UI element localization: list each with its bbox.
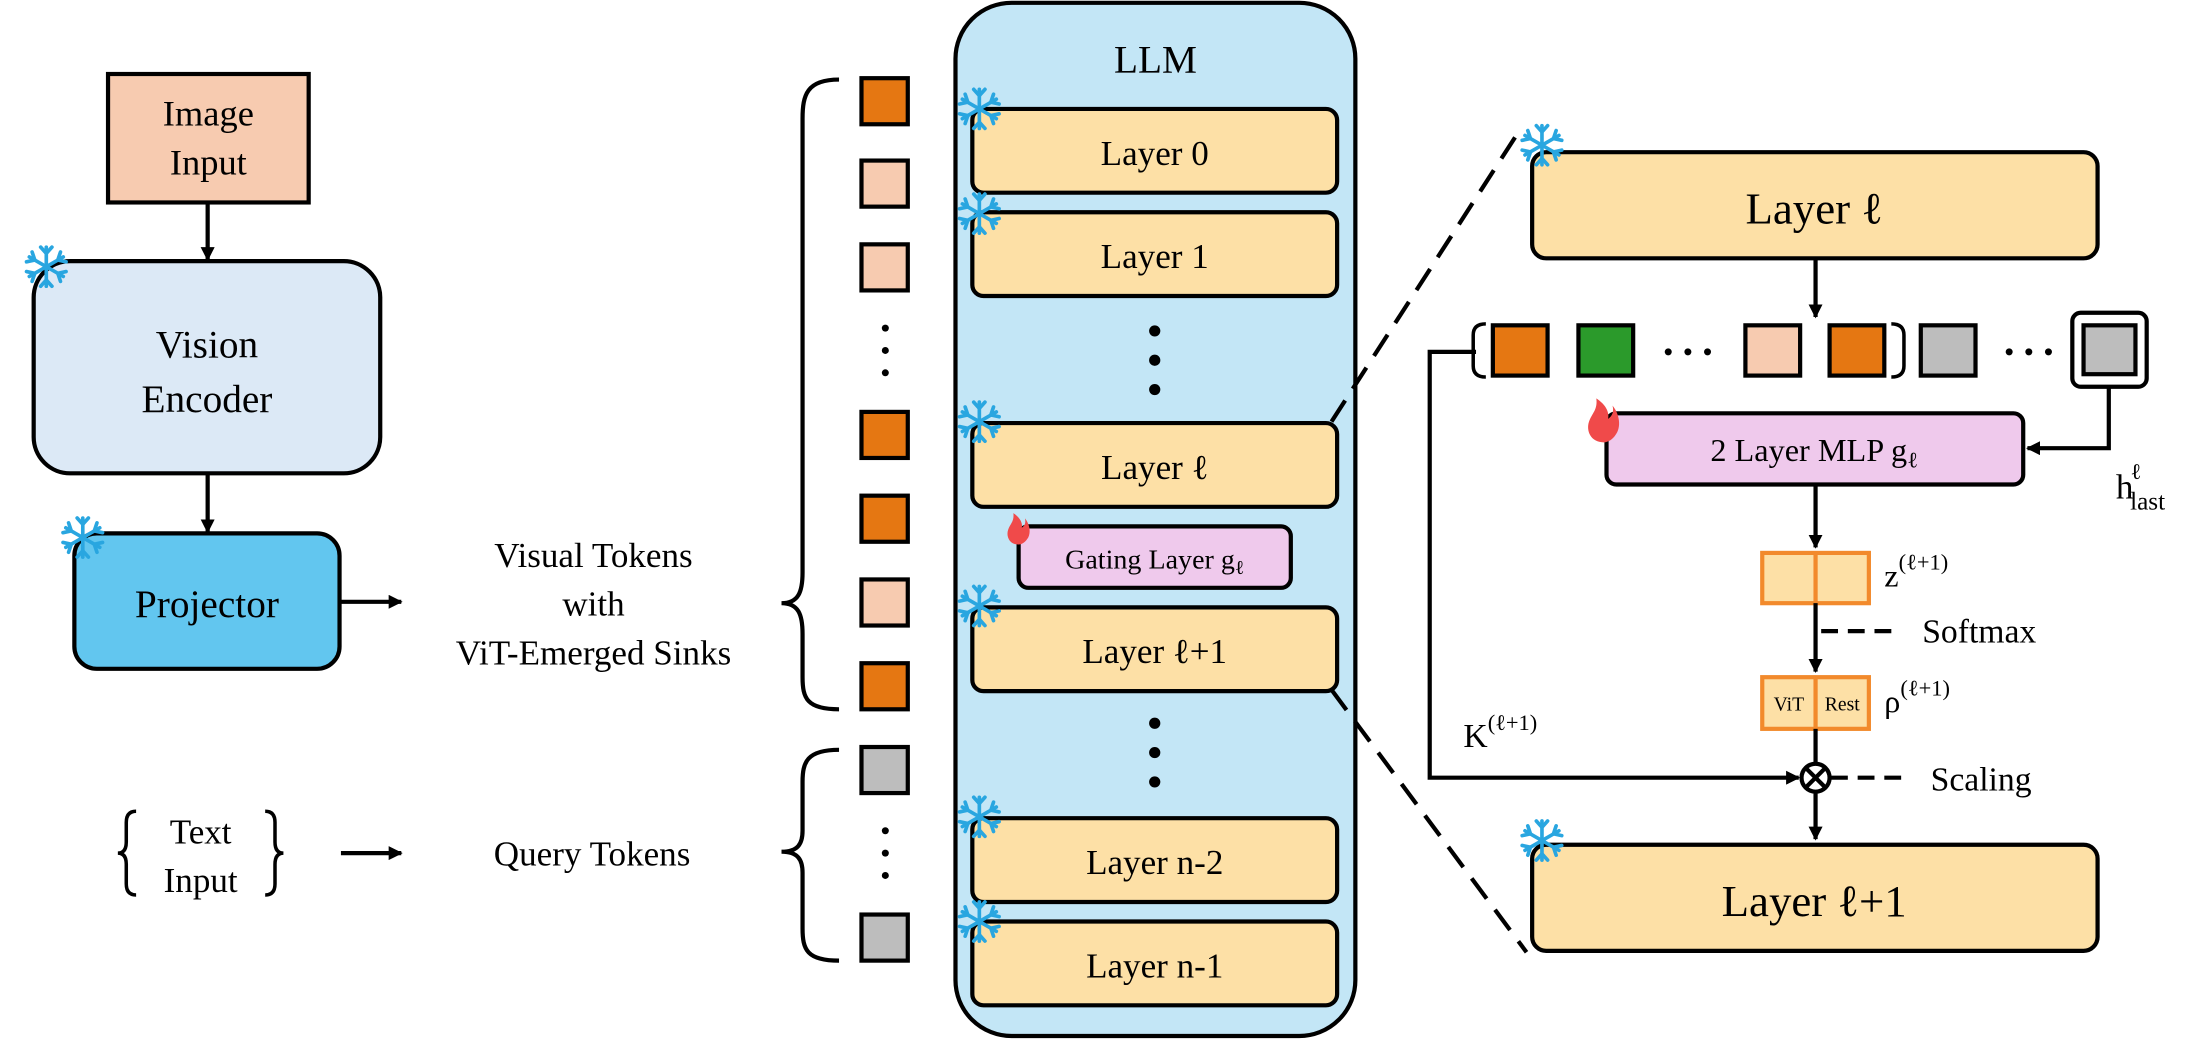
rho-vector: ViT Rest	[1760, 675, 1871, 731]
llm-layer-label: Layer 0	[1101, 134, 1209, 173]
llm-title: LLM	[1114, 39, 1197, 82]
visual-token	[859, 242, 910, 293]
snowflake-icon	[1520, 123, 1564, 167]
visual-sink-token	[859, 76, 910, 127]
text-input-right-brace	[265, 809, 284, 897]
rho-label-base: ρ	[1884, 683, 1900, 719]
llm-layer-0: Layer 0	[970, 106, 1340, 195]
projector-box: Projector	[72, 531, 342, 671]
text-token	[1918, 323, 1978, 378]
llm-layer-label: Layer n-1	[1086, 946, 1223, 985]
multiply-node	[1799, 761, 1832, 794]
svg-text:z(ℓ+1): z(ℓ+1)	[1884, 550, 1948, 594]
rho-cell-vit: ViT	[1774, 695, 1804, 716]
svg-text:2 Layer MLP gℓ: 2 Layer MLP gℓ	[1710, 432, 1918, 473]
flame-icon	[1588, 398, 1620, 443]
visual-tokens-label: Visual Tokens with ViT-Emerged Sinks	[456, 536, 732, 673]
arrow-k-path	[1427, 349, 1801, 785]
svg-text:Gating Layer gℓ: Gating Layer gℓ	[1065, 544, 1244, 579]
detail-layer-l-plus-1: Layer ℓ+1	[1530, 842, 2100, 953]
k-label-base: K	[1463, 718, 1487, 755]
h-last-base: h	[2116, 468, 2134, 507]
query-tokens-brace	[781, 747, 840, 963]
visual-token	[1743, 323, 1803, 378]
rho-cell-rest: Rest	[1825, 695, 1860, 716]
projector-label: Projector	[135, 583, 279, 626]
query-tokens-label: Query Tokens	[494, 835, 691, 874]
llm-layer-label: Layer 1	[1101, 237, 1209, 276]
text-token	[859, 912, 910, 963]
token-row-ellipsis	[1664, 348, 1712, 356]
visual-sink-token	[859, 661, 910, 712]
image-input-box: Image Input	[105, 71, 311, 205]
detail-layer-l-plus-1-label: Layer ℓ+1	[1722, 876, 1907, 926]
llm-layer-l-plus-1: Layer ℓ+1	[970, 605, 1340, 694]
llm-layer-l: Layer ℓ	[970, 420, 1340, 509]
vision-encoder-label-line1: Vision	[156, 324, 258, 367]
gating-layer-label: Gating Layer g	[1065, 544, 1235, 575]
visual-sink-token	[1827, 323, 1887, 378]
llm-ellipsis-lower	[1149, 717, 1161, 788]
visual-sink-token	[1490, 323, 1550, 378]
image-input-label-line1: Image	[163, 94, 254, 134]
visual-sink-token	[859, 493, 910, 544]
snowflake-icon	[1520, 819, 1564, 862]
text-input-label-line2: Input	[164, 861, 238, 900]
token-ellipsis	[881, 324, 889, 377]
text-input-label-line1: Text	[170, 812, 232, 851]
detail-layer-l: Layer ℓ	[1530, 150, 2100, 261]
visual-sink-token	[859, 409, 910, 461]
llm-layer-label: Layer ℓ	[1101, 448, 1208, 487]
detail-layer-l-label: Layer ℓ	[1745, 183, 1882, 233]
token-row-ellipsis	[2005, 348, 2052, 356]
visual-tokens-label-line1: Visual Tokens	[494, 536, 692, 575]
h-last-subscript: last	[2130, 489, 2165, 516]
visual-token	[859, 577, 910, 628]
text-token	[859, 744, 910, 796]
h-last-superscript: ℓ	[2131, 459, 2142, 484]
mlp-subscript: ℓ	[1907, 448, 1918, 473]
last-text-token	[2081, 323, 2138, 377]
visual-token	[859, 158, 910, 209]
token-ellipsis	[881, 827, 889, 879]
k-label-superscript: (ℓ+1)	[1488, 710, 1538, 735]
token-row-right-bracket	[1891, 322, 1906, 379]
llm-layer-n-2: Layer n-2	[970, 816, 1340, 905]
hidden-state-token-row	[1471, 310, 2149, 389]
z-label-superscript: (ℓ+1)	[1899, 550, 1949, 575]
svg-text:ρ(ℓ+1): ρ(ℓ+1)	[1884, 675, 1950, 719]
visual-tokens-label-line2: with	[562, 585, 625, 624]
arrow-last-token-to-mlp	[2026, 386, 2111, 456]
z-label-base: z	[1884, 557, 1898, 593]
image-input-label-line2: Input	[170, 143, 247, 183]
llm-ellipsis-upper	[1149, 325, 1161, 396]
zoom-line-top	[1329, 131, 1520, 423]
llm-layer-n-1: Layer n-1	[970, 919, 1340, 1008]
visual-tokens-brace	[781, 77, 840, 712]
green-token	[1576, 323, 1636, 378]
llm-layer-label: Layer n-2	[1086, 843, 1223, 882]
text-input-left-brace	[117, 809, 137, 897]
visual-tokens-label-line3: ViT-Emerged Sinks	[456, 634, 732, 673]
gating-layer-box: Gating Layer gℓ	[1016, 524, 1293, 590]
mlp-label: 2 Layer MLP g	[1710, 432, 1907, 468]
gating-layer-subscript: ℓ	[1235, 558, 1244, 579]
softmax-label: Softmax	[1922, 613, 2036, 650]
scaling-label: Scaling	[1931, 761, 2032, 798]
llm-layer-1: Layer 1	[970, 210, 1340, 299]
text-input-group: Text Input	[117, 809, 284, 900]
vision-encoder-label-line2: Encoder	[142, 378, 273, 421]
zoom-line-bottom	[1329, 688, 1529, 954]
rho-label-superscript: (ℓ+1)	[1900, 675, 1950, 700]
vision-encoder-box: Vision Encoder	[31, 259, 383, 476]
svg-text:K(ℓ+1): K(ℓ+1)	[1463, 710, 1537, 755]
llm-layer-label: Layer ℓ+1	[1082, 632, 1227, 671]
z-vector	[1760, 550, 1871, 606]
mlp-box: 2 Layer MLP gℓ	[1604, 411, 2026, 487]
